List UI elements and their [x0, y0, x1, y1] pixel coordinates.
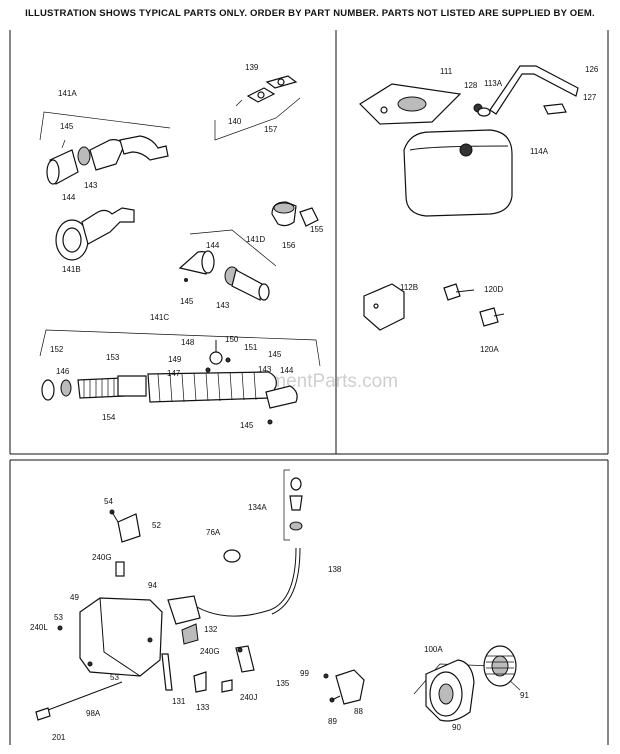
part-number: 53: [110, 673, 119, 682]
part-number: 52: [152, 521, 161, 530]
part-number: 89: [328, 717, 337, 726]
part-number: 112B: [400, 283, 418, 292]
rod-98a: [35, 625, 123, 721]
part-number: 94: [148, 581, 157, 590]
part-number: 133: [196, 703, 210, 712]
tag-135: [235, 645, 255, 673]
part-number: 135: [276, 679, 290, 688]
muffler-141d: [178, 229, 277, 301]
part-number: 240G: [92, 553, 112, 562]
control-bracket-132: [167, 595, 201, 645]
part-number: 144: [62, 193, 76, 202]
bracket-52: [109, 509, 141, 543]
part-number: 155: [310, 225, 324, 234]
part-number: 150: [225, 335, 239, 344]
part-number: 139: [245, 63, 259, 72]
part-number: 140: [228, 117, 242, 126]
part-number: 144: [206, 241, 220, 250]
part-number: 126: [585, 65, 599, 74]
section-dividers: [9, 30, 609, 745]
part-number: 143: [258, 365, 272, 374]
part-number: 134A: [248, 503, 267, 512]
muffler-assembly-141c: [39, 329, 321, 425]
part-number: 240G: [200, 647, 220, 656]
part-number: 98A: [86, 709, 101, 718]
part-number: 201: [52, 733, 66, 742]
part-number: 148: [181, 338, 195, 347]
part-number: 145: [180, 297, 194, 306]
part-number: 141C: [150, 313, 169, 322]
part-number: 132: [204, 625, 218, 634]
part-number: 131: [172, 697, 186, 706]
part-number: 99: [300, 669, 309, 678]
part-number: 146: [56, 367, 70, 376]
part-number: 153: [106, 353, 120, 362]
part-number: 145: [268, 350, 282, 359]
part-number: 76A: [206, 528, 221, 537]
part-number: 141A: [58, 89, 77, 98]
part-number: 114A: [530, 147, 549, 156]
part-number: 49: [70, 593, 79, 602]
air-cleaner-100a: [413, 645, 521, 722]
air-cleaner-housing-49: [79, 561, 163, 677]
part-number: 54: [104, 497, 113, 506]
part-number: 141D: [246, 235, 265, 244]
shutoff-valve-120d: [443, 283, 475, 301]
part-number: 240L: [30, 623, 48, 632]
part-number: 240J: [240, 693, 257, 702]
part-number: 141B: [62, 265, 81, 274]
part-number: 120A: [480, 345, 499, 354]
cable-138: [185, 547, 301, 617]
part-number: 145: [60, 122, 74, 131]
knob-134a: [283, 469, 303, 541]
part-number: 120D: [484, 285, 503, 294]
shutoff-valve-120a: [479, 307, 505, 327]
part-number: 145: [240, 421, 254, 430]
muffler-141a: [39, 111, 171, 185]
part-number: 143: [84, 181, 98, 190]
part-number: 156: [282, 241, 296, 250]
part-number: 152: [50, 345, 64, 354]
grommet-76a: [223, 549, 241, 563]
lever-131: [161, 653, 233, 693]
part-number: 127: [583, 93, 597, 102]
parts-notice: ILLUSTRATION SHOWS TYPICAL PARTS ONLY. O…: [25, 8, 595, 19]
part-number: 154: [102, 413, 116, 422]
tank-bracket-111: [359, 83, 462, 125]
strap-126: [473, 65, 579, 117]
elbow-88: [323, 669, 365, 705]
part-number: 151: [244, 343, 258, 352]
part-number: 88: [354, 707, 363, 716]
part-number-labels: 139 140 157 141A 145 143 144 141B 144 14…: [30, 63, 599, 742]
part-number: 113A: [484, 79, 503, 88]
muffler-141b: [55, 207, 135, 261]
part-number: 157: [264, 125, 278, 134]
part-number: 147: [167, 369, 181, 378]
fuel-tank-114a: [403, 129, 513, 217]
part-number: 100A: [424, 645, 443, 654]
gasket-139: [214, 75, 301, 141]
elbow-156: [271, 201, 319, 227]
part-number: 138: [328, 565, 342, 574]
part-number: 111: [440, 67, 453, 76]
part-number: 143: [216, 301, 230, 310]
part-number: 149: [168, 355, 182, 364]
bracket-112b: [363, 283, 405, 331]
part-number: 53: [54, 613, 63, 622]
part-number: 90: [452, 723, 461, 732]
part-number: 144: [280, 366, 294, 375]
part-number: 128: [464, 81, 478, 90]
part-number: 91: [520, 691, 529, 700]
